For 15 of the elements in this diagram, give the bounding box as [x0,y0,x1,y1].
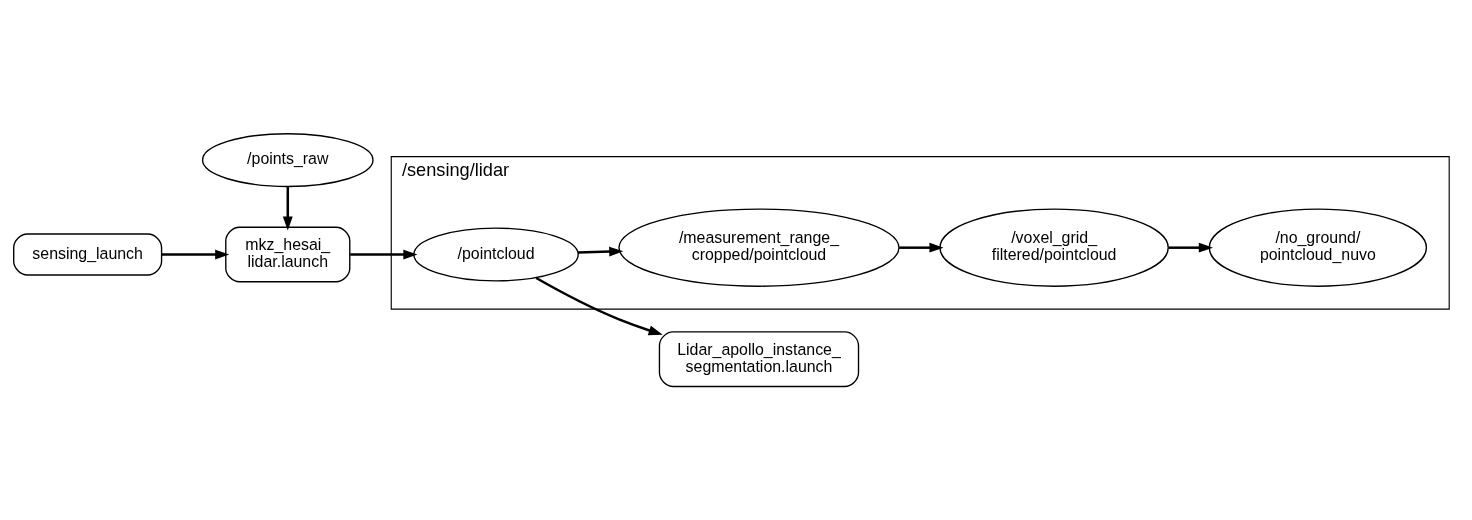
arrow [577,246,624,257]
node-ellipse: /no_ground/ pointcloud_nuvo [1208,208,1428,287]
arrow [535,276,663,336]
node-ellipse: /voxel_grid_ filtered/pointcloud [939,208,1169,287]
node-ellipse: /points_raw [201,133,374,188]
node-box: sensing_launch [13,233,163,276]
arrow [161,249,230,260]
node-ellipse: /pointcloud [413,227,579,282]
arrow [1168,242,1213,253]
node-box: Lidar_apollo_instance_ segmentation.launch [658,331,860,388]
node-ellipse: /measurement_range_ cropped/pointcloud [618,208,900,287]
arrow [282,186,293,231]
node-box: mkz_hesai_ lidar.launch [225,226,351,283]
arrow [899,242,944,253]
arrow [350,249,418,260]
